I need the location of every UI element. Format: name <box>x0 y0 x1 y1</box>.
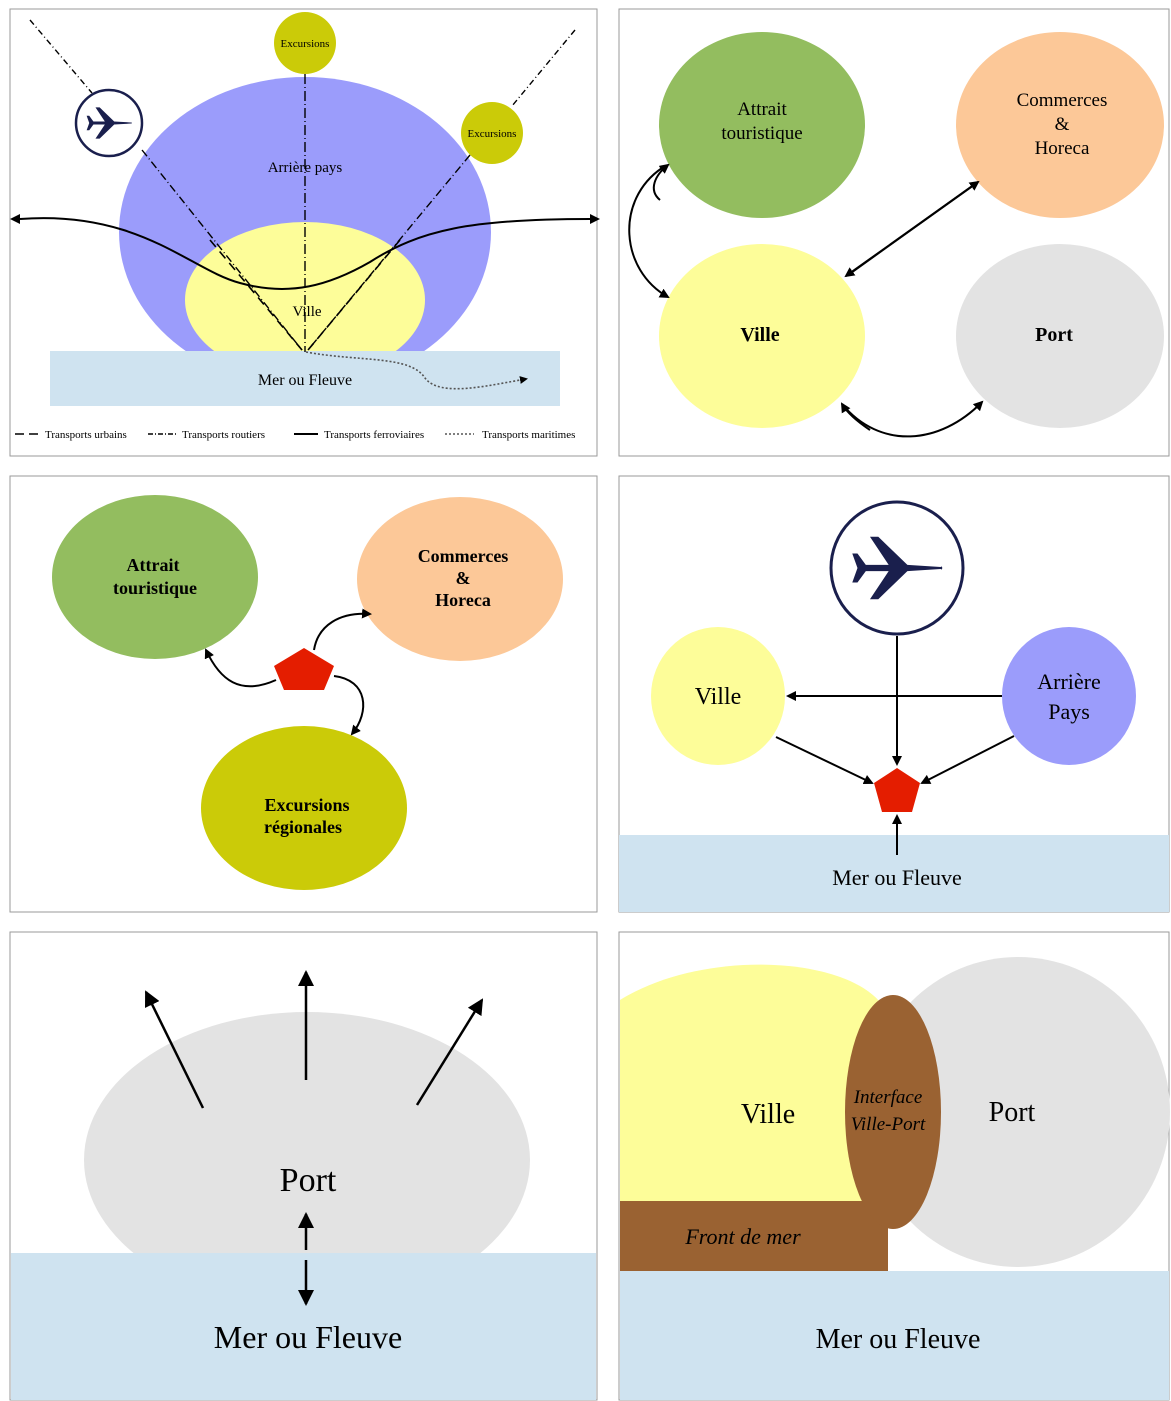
panel-3-hub-relations: Attrait touristique Commerces & Horeca E… <box>9 475 598 913</box>
front-de-mer-area <box>620 1201 888 1271</box>
hub-attrait-arrow <box>204 648 277 688</box>
commerces-label-2: & <box>456 568 471 588</box>
mer-label: Mer ou Fleuve <box>816 1324 981 1355</box>
ville-label: Ville <box>740 324 779 346</box>
expansion-arrow-left <box>144 990 205 1109</box>
mer-ou-fleuve-area <box>620 1271 1169 1400</box>
panel-2-ville-relations: Attrait touristique Commerces & Horeca V… <box>618 8 1170 457</box>
port-area <box>866 957 1170 1267</box>
attrait-ville-arrow <box>628 167 670 298</box>
commerces-label-2: & <box>1055 114 1070 135</box>
excursions-right-circle <box>461 102 523 164</box>
ville-label: Ville <box>292 304 321 320</box>
panel-5-port-expansion: Port Mer ou Fleuve <box>9 931 598 1401</box>
port-label: Port <box>280 1162 337 1199</box>
urban-line-right <box>307 239 401 351</box>
mer-ou-fleuve-area <box>11 1253 596 1400</box>
ville-attrait-arrowhead <box>652 163 670 201</box>
airport-to-ville-route <box>141 149 303 351</box>
maritime-route <box>305 351 528 390</box>
arriere-label-2: Pays <box>1048 699 1090 724</box>
arriere-label-1: Arrière <box>1037 669 1101 694</box>
expansion-arrow-right <box>415 998 484 1106</box>
railway-curve <box>19 217 591 290</box>
port-label: Port <box>989 1097 1036 1128</box>
ville-label: Ville <box>695 684 742 710</box>
interface-label-2: Ville-Port <box>851 1114 926 1135</box>
hub-pentagon-icon <box>874 768 920 812</box>
excursions-right-label: Excursions <box>468 128 517 140</box>
ville-port-arrow <box>841 400 984 438</box>
interface-ville-port-area <box>845 995 941 1229</box>
commerces-ville-arrow <box>844 181 979 278</box>
ville-area <box>620 964 880 1202</box>
excursions-right-route-line <box>511 29 576 107</box>
legend-routiers: Transports routiers <box>182 429 265 441</box>
attrait-touristique-circle <box>659 32 865 218</box>
port-area <box>84 1012 530 1308</box>
hub-pentagon-icon <box>274 648 334 690</box>
commerces-label-3: Horeca <box>435 590 491 610</box>
ville-circle <box>659 244 865 428</box>
airport-route-line <box>29 19 93 94</box>
attrait-label-1: Attrait <box>127 555 180 575</box>
ville-circle <box>651 627 785 765</box>
legend-ferroviaires: Transports ferroviaires <box>324 429 424 441</box>
ville-label: Ville <box>741 1099 795 1130</box>
arriere-hub-arrow <box>920 735 1015 784</box>
commerces-horeca-circle <box>357 497 563 661</box>
attrait-label-1: Attrait <box>737 99 787 120</box>
legend-urbains: Transports urbains <box>45 429 127 441</box>
port-label: Port <box>1035 324 1073 346</box>
arriere-pays-label: Arrière pays <box>268 160 343 176</box>
commerces-label-3: Horeca <box>1035 138 1090 159</box>
attrait-label-2: touristique <box>721 123 802 144</box>
mer-ou-fleuve-area <box>50 351 560 406</box>
urban-line-left <box>209 239 303 351</box>
mer-label: Mer ou Fleuve <box>832 865 962 890</box>
mer-label: Mer ou Fleuve <box>258 372 352 389</box>
mer-ou-fleuve-area <box>619 835 1169 912</box>
mer-label: Mer ou Fleuve <box>214 1319 402 1355</box>
ville-hub-arrow <box>775 736 874 785</box>
interface-label-1: Interface <box>853 1087 923 1108</box>
hub-excursions-arrow <box>333 675 365 736</box>
commerces-horeca-circle <box>956 32 1164 218</box>
panel-4-hub-access: Ville Arrière Pays Mer ou Fleuve <box>618 475 1170 913</box>
excursions-label-1: Excursions <box>264 795 349 815</box>
excursions-regionales-circle <box>201 726 407 890</box>
excursions-label-2: régionales <box>264 817 342 837</box>
commerces-label-1: Commerces <box>1017 90 1108 111</box>
commerces-label-1: Commerces <box>418 546 509 566</box>
excursions-top-label: Excursions <box>281 38 330 50</box>
excursions-top-circle <box>274 12 336 74</box>
attrait-touristique-circle <box>52 495 258 659</box>
panel-6-interface-ville-port: Ville Interface Ville-Port Port Front de… <box>618 931 1170 1401</box>
transport-legend: Transports urbains Transports routiers T… <box>15 429 575 441</box>
port-ville-arrowhead <box>840 402 871 431</box>
port-circle <box>956 244 1164 428</box>
attrait-label-2: touristique <box>113 578 197 598</box>
legend-maritimes: Transports maritimes <box>482 429 575 441</box>
panel-1-ville-port-transports: Excursions Excursions Arrière pays Ville… <box>9 8 600 457</box>
arriere-pays-circle <box>1002 627 1136 765</box>
front-de-mer-label: Front de mer <box>684 1224 801 1249</box>
hub-commerces-arrow <box>313 608 372 651</box>
